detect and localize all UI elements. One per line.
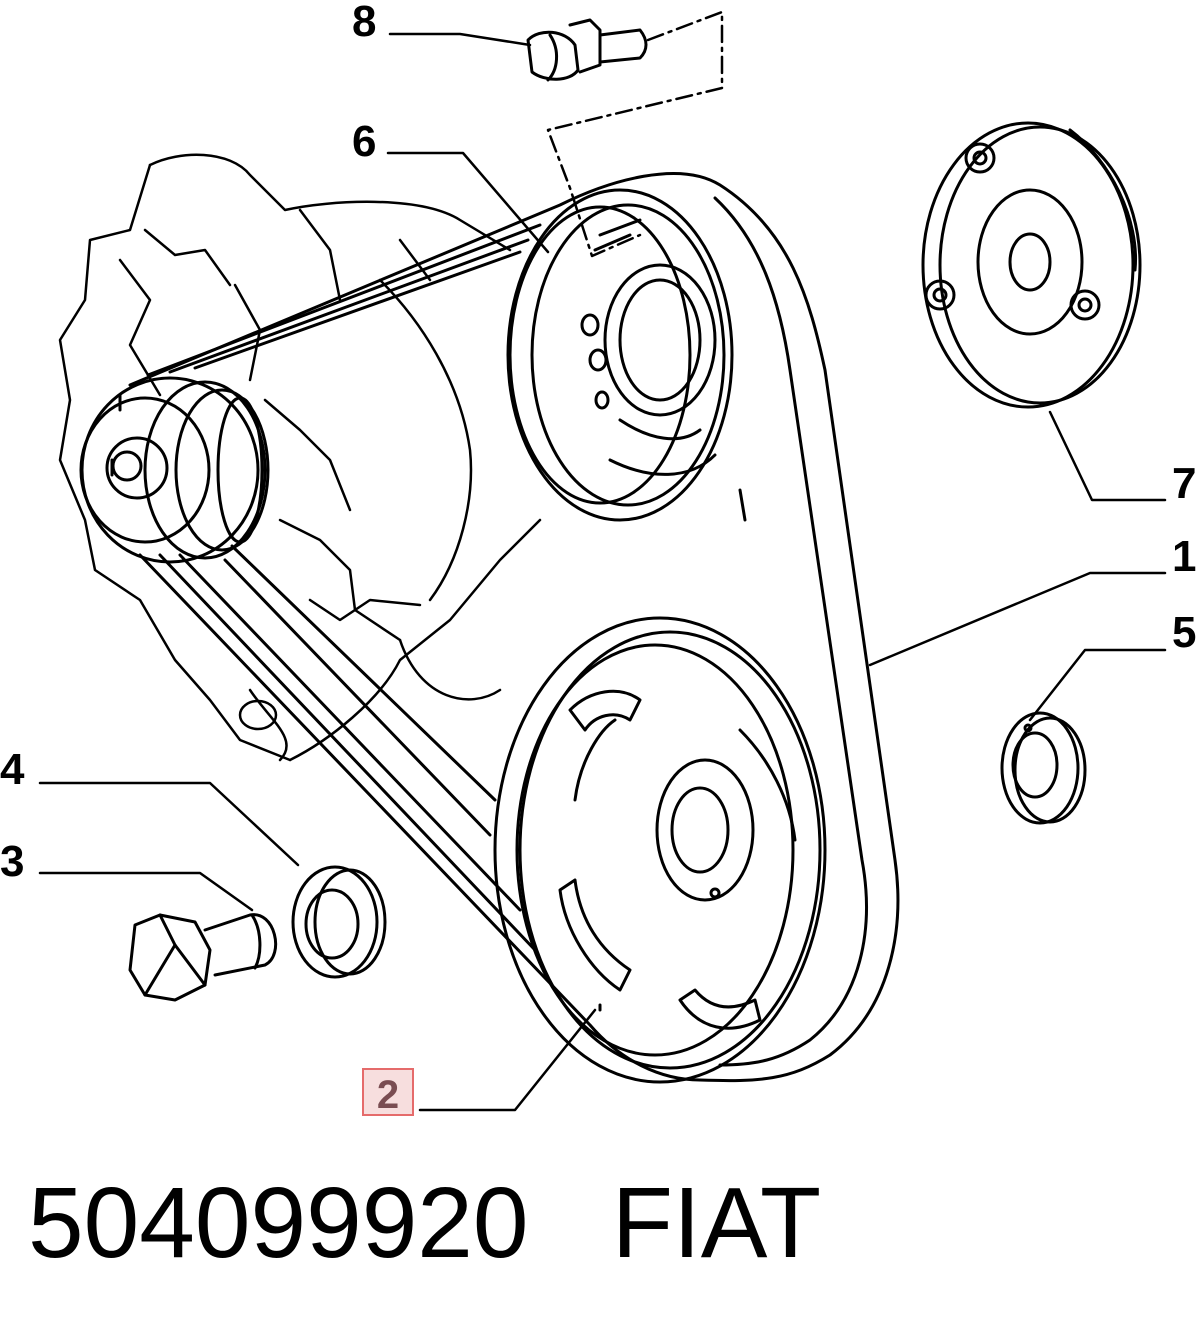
part-number: 504099920 xyxy=(28,1167,529,1279)
callout-label-4: 4 xyxy=(0,745,25,794)
washer-part-5 xyxy=(1000,711,1087,825)
callout-label-3: 3 xyxy=(0,837,25,886)
leader-lines xyxy=(38,32,1167,1112)
callout-label-2-highlighted[interactable]: 2 xyxy=(362,1068,414,1117)
bolt-part-8 xyxy=(526,18,648,82)
callout-label-5: 5 xyxy=(1172,608,1197,657)
assembly-dash-line xyxy=(546,10,724,258)
alternator-pulley xyxy=(79,376,270,564)
alternator-body xyxy=(58,153,542,762)
callout-label-8: 8 xyxy=(352,0,377,46)
spacer-part-4 xyxy=(291,865,387,979)
callout-label-1: 1 xyxy=(1172,532,1197,581)
brand-name: FIAT xyxy=(611,1167,822,1279)
part-caption: 504099920 FIAT xyxy=(28,1168,821,1278)
bolt-part-3 xyxy=(128,913,278,1002)
callout-label-6: 6 xyxy=(352,117,377,166)
upper-pulley-part-6 xyxy=(506,188,734,522)
cover-plate-part-7 xyxy=(921,121,1142,409)
damper-pulley-part-2 xyxy=(493,616,827,1084)
callout-label-7: 7 xyxy=(1172,459,1197,508)
